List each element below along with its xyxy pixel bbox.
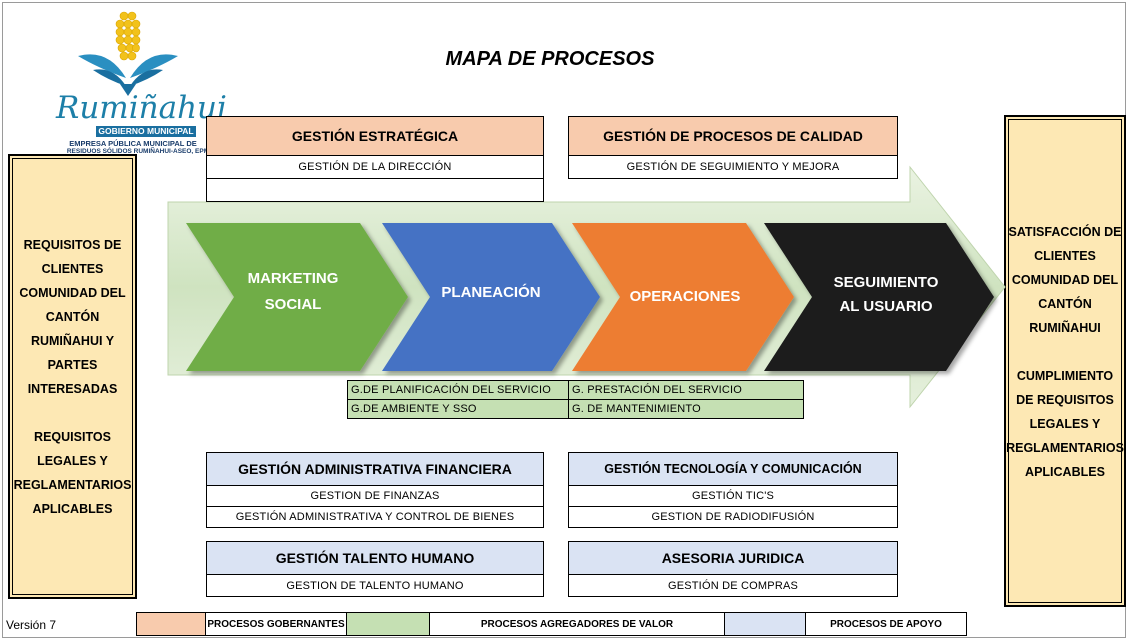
card-row: GESTION DE FINANZAS (207, 486, 543, 507)
value-process-cell: G.DE PLANIFICACIÓN DEL SERVICIO (348, 381, 569, 400)
value-process-cell: G. PRESTACIÓN DEL SERVICIO (569, 381, 803, 400)
card-header: GESTIÓN DE PROCESOS DE CALIDAD (569, 117, 897, 156)
corn-emblem-icon (78, 11, 178, 96)
card-row: GESTIÓN DE SEGUIMIENTO Y MEJORA (626, 161, 840, 173)
legend-label-apoyo: PROCESOS DE APOYO (830, 618, 942, 630)
chevron-seguimiento (764, 223, 994, 371)
card-row: GESTION DE TALENTO HUMANO (286, 579, 464, 592)
legend-swatch-gobernantes (137, 613, 206, 635)
chevron-operaciones-label: OPERACIONES (630, 288, 741, 305)
logo-company-line2: RESIDUOS SÓLIDOS RUMIÑAHUI-ASEO, EPM (66, 148, 210, 155)
page-title: MAPA DE PROCESOS (445, 48, 655, 70)
card-row: GESTIÓN ADMINISTRATIVA Y CONTROL DE BIEN… (235, 511, 515, 523)
value-processes-grid: G.DE PLANIFICACIÓN DEL SERVICIO G. PREST… (347, 380, 804, 419)
card-row: GESTIÓN DE COMPRAS (667, 579, 799, 592)
logo-name: Rumiñahui (56, 90, 227, 126)
card-gestion-calidad: GESTIÓN DE PROCESOS DE CALIDAD GESTIÓN D… (568, 116, 898, 179)
card-administrativa-financiera: GESTIÓN ADMINISTRATIVA FINANCIERA GESTIO… (206, 452, 544, 528)
card-header: ASESORIA JURIDICA (569, 542, 897, 575)
value-process-cell: G.DE AMBIENTE Y SSO (348, 400, 569, 418)
legend-swatch-agregadores (347, 613, 430, 635)
card-row: GESTION DE RADIODIFUSIÓN (651, 511, 815, 523)
legend-swatch-apoyo (725, 613, 806, 635)
legend-label-agregadores: PROCESOS AGREGADORES DE VALOR (430, 613, 725, 635)
chevron-marketing-line1: MARKETING (248, 270, 339, 287)
card-row: GESTIÓN TIC'S (569, 486, 897, 507)
process-flow-arrow: MARKETING SOCIAL PLANEACIÓN OPERACIONES … (167, 165, 1006, 409)
chevron-operaciones (572, 223, 794, 371)
legend-bar: PROCESOS GOBERNANTES PROCESOS AGREGADORE… (136, 612, 967, 636)
card-asesoria-juridica: ASESORIA JURIDICA GESTIÓN DE COMPRAS (568, 541, 898, 597)
card-header: GESTIÓN TALENTO HUMANO (207, 542, 543, 575)
card-gestion-estrategica: GESTIÓN ESTRATÉGICA GESTIÓN DE LA DIRECC… (206, 116, 544, 202)
card-header: GESTIÓN TECNOLOGÍA Y COMUNICACIÓN (569, 453, 897, 486)
version-label: Versión 7 (6, 618, 57, 632)
logo: Rumiñahui GOBIERNO MUNICIPAL EMPRESA PÚB… (38, 8, 228, 160)
chevron-marketing-line2: SOCIAL (265, 296, 322, 313)
chevron-planeacion (382, 223, 600, 371)
card-header: GESTIÓN ESTRATÉGICA (207, 117, 543, 156)
card-talento-humano: GESTIÓN TALENTO HUMANO GESTION DE TALENT… (206, 541, 544, 597)
card-tecnologia-comunicacion: GESTIÓN TECNOLOGÍA Y COMUNICACIÓN GESTIÓ… (568, 452, 898, 528)
value-process-cell: G. DE MANTENIMIENTO (569, 400, 803, 418)
chevron-seguimiento-line1: SEGUIMIENTO (834, 274, 939, 291)
legend-label-gobernantes: PROCESOS GOBERNANTES (206, 613, 347, 635)
card-row: GESTIÓN DE LA DIRECCIÓN (207, 156, 543, 179)
chevron-marketing (186, 223, 408, 371)
logo-subtitle: GOBIERNO MUNICIPAL (96, 126, 196, 137)
card-row-empty (207, 179, 543, 201)
card-header: GESTIÓN ADMINISTRATIVA FINANCIERA (207, 453, 543, 486)
chevron-planeacion-label: PLANEACIÓN (441, 283, 540, 301)
logo-company-line1: EMPRESA PÚBLICA MUNICIPAL DE (69, 139, 197, 148)
chevron-seguimiento-line2: AL USUARIO (839, 298, 932, 315)
